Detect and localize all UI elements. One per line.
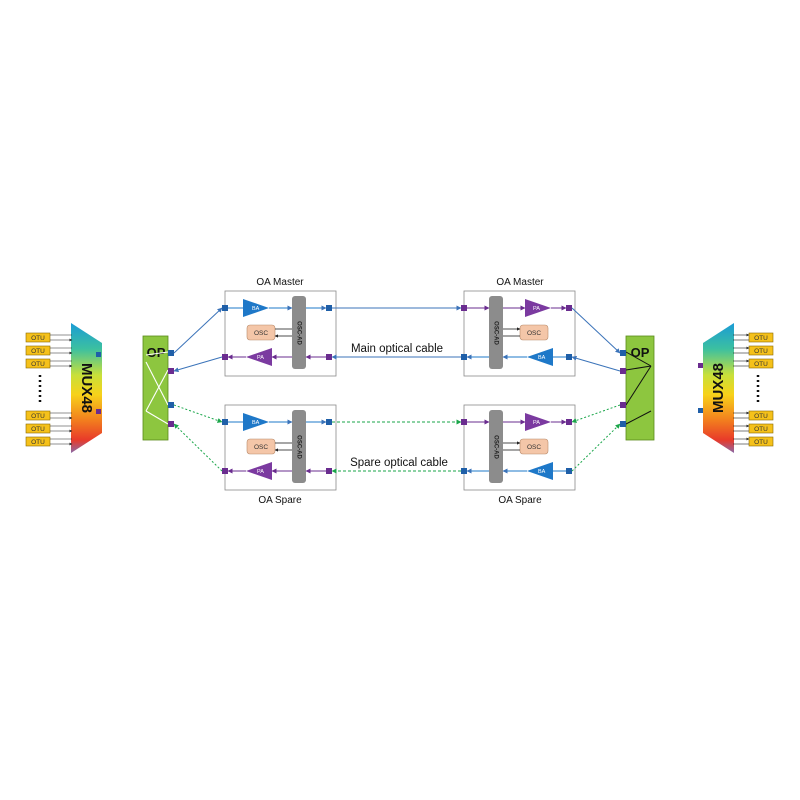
- osc-box: [246, 438, 276, 455]
- otu-right-2: OTU: [748, 345, 774, 356]
- op-oa-links: [173, 307, 621, 472]
- op-right-label: OP: [631, 345, 650, 360]
- otu-label: OTU: [754, 348, 768, 355]
- spare-cable: Spare optical cable: [331, 419, 462, 474]
- mux-left-group: MUX48 OTU OTU OTU OTU OTU: [25, 323, 102, 453]
- otu-label: OTU: [31, 439, 45, 446]
- oa-spare-right: OA Spare OSC-AD PA BA OSC: [461, 404, 576, 506]
- otu-right-list: OTU OTU OTU OTU OTU OTU: [748, 332, 774, 447]
- ba-label: BA: [252, 306, 260, 312]
- ba-amplifier-icon: [527, 348, 553, 366]
- osc-ad-block: [489, 410, 503, 483]
- pa-amplifier-icon: [246, 462, 272, 480]
- otu-label: OTU: [31, 348, 45, 355]
- oa-master-left-title: OA Master: [256, 277, 304, 288]
- osc-ad-block: [489, 296, 503, 369]
- op-left: OP: [142, 335, 174, 441]
- otu-right-4: OTU: [748, 410, 774, 421]
- otu-right-6: OTU: [748, 436, 774, 447]
- op-left-label: OP: [147, 345, 166, 360]
- ba-label: BA: [538, 355, 546, 361]
- otu-left-links: [50, 334, 73, 446]
- osc-label: OSC: [254, 330, 268, 337]
- osc-label: OSC: [527, 330, 541, 337]
- pa-amplifier-icon: [246, 348, 272, 366]
- main-cable: Main optical cable: [331, 305, 462, 360]
- otu-label: OTU: [754, 439, 768, 446]
- osc-label: OSC: [527, 444, 541, 451]
- main-cable-label: Main optical cable: [351, 343, 443, 355]
- mux-right-trapezoid: [703, 323, 734, 453]
- ba-amplifier-icon: [243, 299, 269, 317]
- otu-left-4: OTU: [25, 410, 51, 421]
- otu-left-6: OTU: [25, 436, 51, 447]
- mux-left-label: MUX48: [78, 363, 95, 413]
- otu-label: OTU: [31, 413, 45, 420]
- otu-right-5: OTU: [748, 423, 774, 434]
- mux-left-trapezoid: [71, 323, 102, 453]
- ba-amplifier-icon: [527, 462, 553, 480]
- pa-label: PA: [257, 355, 264, 361]
- otu-right-links: [733, 333, 750, 445]
- mux-right-label: MUX48: [710, 363, 727, 413]
- otu-right-3: OTU: [748, 358, 774, 369]
- otu-right-1: OTU: [748, 332, 774, 343]
- pa-amplifier-icon: [525, 299, 551, 317]
- osc-ad-label: OSC-AD: [492, 321, 498, 345]
- pa-label: PA: [533, 306, 540, 312]
- oa-spare-right-title: OA Spare: [498, 495, 542, 506]
- osc-ad-label: OSC-AD: [492, 435, 498, 459]
- ba-label: BA: [538, 469, 546, 475]
- otu-label: OTU: [754, 335, 768, 342]
- fiber-left: [96, 352, 143, 414]
- pa-label: PA: [533, 420, 540, 426]
- otu-label: OTU: [31, 361, 45, 368]
- otu-left-3: OTU: [25, 358, 51, 369]
- otu-label: OTU: [754, 413, 768, 420]
- ba-label: BA: [252, 420, 260, 426]
- osc-box: [246, 324, 276, 341]
- osc-label: OSC: [254, 444, 268, 451]
- otu-left-2: OTU: [25, 345, 51, 356]
- osc-box: [519, 438, 549, 455]
- oa-spare-left-title: OA Spare: [258, 495, 302, 506]
- otu-left-list: OTU OTU OTU OTU OTU OTU: [25, 332, 51, 447]
- oa-spare-left: OA Spare OSC-AD BA PA OSC: [222, 404, 337, 506]
- pa-amplifier-icon: [525, 413, 551, 431]
- otu-label: OTU: [754, 426, 768, 433]
- fiber-right: [654, 363, 703, 413]
- otu-label: OTU: [754, 361, 768, 368]
- ba-amplifier-icon: [243, 413, 269, 431]
- pa-label: PA: [257, 469, 264, 475]
- osc-ad-block: [292, 296, 306, 369]
- osc-ad-label: OSC-AD: [295, 435, 301, 459]
- otu-left-1: OTU: [25, 332, 51, 343]
- osc-box: [519, 324, 549, 341]
- otu-label: OTU: [31, 335, 45, 342]
- oa-master-right: OA Master OSC-AD PA BA OSC: [461, 277, 576, 377]
- osc-ad-block: [292, 410, 306, 483]
- oa-master-right-title: OA Master: [496, 277, 544, 288]
- mux-right-group: MUX48 OTU OTU OTU OTU OTU: [703, 323, 774, 453]
- osc-ad-label: OSC-AD: [295, 321, 301, 345]
- oa-master-left: OA Master OSC-AD BA PA OSC: [222, 277, 337, 377]
- spare-cable-label: Spare optical cable: [350, 457, 448, 469]
- otu-label: OTU: [31, 426, 45, 433]
- op-right: OP: [620, 335, 655, 441]
- otu-left-5: OTU: [25, 423, 51, 434]
